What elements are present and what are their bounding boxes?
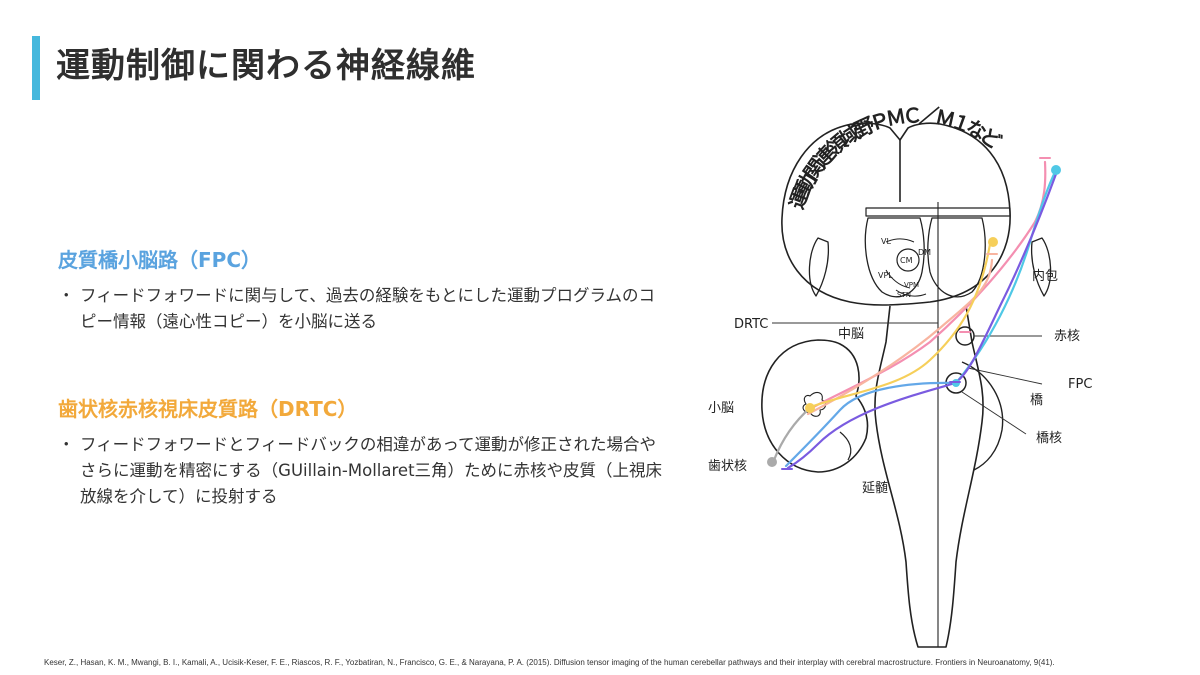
left-lateral-structure [808,237,830,297]
arc-label-char: ／ [918,103,940,129]
title-accent-bar [32,36,40,100]
section-heading-drtc: 歯状核赤核視床皮質路（DRTC） [58,397,358,421]
dentate-nucleus-shape [802,391,827,417]
label-dm: DM [918,248,931,257]
pathway-purple [786,172,1058,470]
bullet-item: ・ フィードフォワードに関与して、過去の経験をもとにした運動プログラムのコピー情… [58,283,668,335]
pontine-nuclei-leader-line [961,391,1027,435]
bullet-mark: ・ [58,435,75,454]
label-vpl: VPL [878,271,893,280]
label-cm: CM [900,256,913,265]
label-pontine-nuclei: 橋核 [1036,431,1062,446]
section-fpc: 皮質橋小脳路（FPC） ・ フィードフォワードに関与して、過去の経験をもとにした… [58,244,668,335]
cyan-endpoint-dot [1051,165,1061,175]
bullet-text-fpc: フィードフォワードに関与して、過去の経験をもとにした運動プログラムのコピー情報（… [80,286,656,331]
brainstem-outline [874,305,984,648]
thalamus-left [864,217,925,298]
pathway-yellow [806,242,992,410]
thalamus-cm-circle [896,248,920,272]
label-vl: VL [881,237,891,246]
pathway-gray [772,406,812,462]
bullet-mark: ・ [58,286,75,305]
section-drtc: 歯状核赤核視床皮質路（DRTC） ・ フィードフォワードとフィードバックの相違が… [58,393,668,510]
cerebellum-fold [839,431,852,461]
thalamus-subdivision [885,238,927,297]
right-lateral-structure [1030,237,1052,297]
label-internal-capsule: 内包 [1032,268,1058,284]
label-fpc: FPC [1068,377,1092,392]
label-red-nucleus: 赤核 [1054,329,1080,344]
label-stn: STN [897,291,911,299]
gray-dentate-dot [767,457,777,467]
yellow-endpoint-dot [988,237,998,247]
thalamus-outline [865,207,1011,217]
pathway-cyan [954,168,1058,385]
section-heading-fpc: 皮質橋小脳路（FPC） [58,248,261,272]
arc-label-char: Ｍ [884,104,908,131]
arc-label-char: Ｃ [902,103,923,128]
label-midbrain: 中脳 [838,327,864,342]
label-medulla: 延髄 [862,481,888,496]
label-drtc: DRTC [734,317,768,332]
pons-outline [961,361,1004,471]
pathway-pink-light [806,258,994,416]
yellow-dentate-dot [805,403,815,413]
pathway-blue [784,381,958,468]
cerebellum-outline [761,339,869,473]
label-dentate-nucleus: 歯状核 [708,459,747,474]
label-cerebellum: 小脳 [708,401,734,416]
fpc-leader-line [967,367,1043,385]
thalamus-right [927,217,986,298]
bullet-item: ・ フィードフォワードとフィードバックの相違があって運動が修正された場合やさらに… [58,432,668,510]
label-pons: 橋 [1030,393,1043,408]
label-vpm: VPM [904,281,919,289]
slide-title: 運動制御に関わる神経線維 [56,46,476,86]
citation: Keser, Z., Hasan, K. M., Mwangi, B. I., … [44,658,1055,667]
bullet-text-drtc: フィードフォワードとフィードバックの相違があって運動が修正された場合やさらに運動… [80,435,663,506]
